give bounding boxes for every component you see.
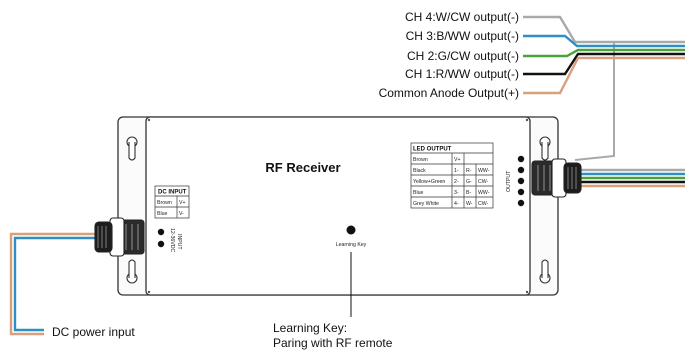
led-output-cell: WW- [478,168,490,174]
led-output-cell: Blue [413,190,423,196]
output-terminals: OUTPUT [506,155,525,207]
led-output-cell: G- [466,179,472,185]
led-output-cell: 4- [454,201,459,207]
output-labels: CH 4:W/CW output(-) CH 3:B/WW output(-) … [379,10,519,100]
wire-input-blue [13,236,112,332]
mounting-slot-left-bottom [126,259,138,284]
label-common: Common Anode Output(+) [379,86,519,100]
output-wires [523,15,685,188]
input-terminal-dot [157,240,165,248]
led-output-cell: Grey White [413,201,439,207]
dc-input-cell: Brown [157,200,172,206]
led-output-cell: V+ [454,157,461,163]
led-output-cell: W- [466,201,473,207]
input-vertical-label: INPUT [176,234,182,250]
led-output-cell: R- [466,168,472,174]
led-output-cell: 1- [454,168,459,174]
led-output-cell: Brown [413,157,428,163]
dc-power-input-label: DC power input [52,325,135,339]
input-terminals: INPUT 12-36VDC [157,228,182,252]
learning-key-callout-line2: Paring with RF remote [273,336,393,350]
voltage-vertical-label: 12-36VDC [169,228,175,252]
dc-input-cell: Blue [157,211,167,217]
learning-key: Learning Key Learning Key: Paring with R… [273,225,393,350]
led-output-cell: Black [413,168,426,174]
learning-key-button[interactable] [346,225,356,235]
label-ch1: CH 1:R/WW output(-) [405,67,519,81]
wire-ch2-green [523,48,685,58]
input-terminal-dot [157,228,165,236]
label-ch2: CH 2:G/CW output(-) [407,49,519,63]
input-wires [9,232,112,336]
led-output-cell: CW- [478,201,489,207]
wire-ch1-black [523,52,685,76]
output-terminal-dot [517,199,525,207]
mounting-slot-left-top [126,136,138,161]
led-output-cell: 3- [454,190,459,196]
mounting-slot-right-bottom [539,259,551,284]
dc-input-table: DC INPUT Brown V+ Blue V- [154,185,190,219]
input-cable-gland [94,217,145,257]
output-cable-gland [531,158,582,198]
wire-ch4-grey-down [574,42,615,161]
wire-ch4-grey [523,15,685,44]
wire-common-brown [523,56,685,95]
wire-input-brown [9,232,112,336]
led-output-cell: 2- [454,179,459,185]
dc-input-header: DC INPUT [158,190,187,196]
mounting-slot-right-top [539,136,551,161]
dc-input-cell: V- [179,211,184,217]
led-output-cell: Yellow+Green [413,179,445,185]
led-output-cell: WW- [478,190,490,196]
output-terminal-dot [517,155,525,163]
label-ch3: CH 3:B/WW output(-) [406,29,519,43]
led-output-table: LED OUTPUT Brown V+ Black 1- R- WW- Yell… [410,142,494,209]
device-title: RF Receiver [265,160,340,175]
wire-ch3-blue [523,34,685,48]
output-terminal-dot [517,188,525,196]
led-output-cell: CW- [478,179,489,185]
label-ch4: CH 4:W/CW output(-) [405,10,519,24]
dc-input-cell: V+ [179,200,186,206]
output-terminal-dot [517,166,525,174]
led-output-cell: B- [466,190,471,196]
learning-key-small-label: Learning Key [336,242,367,248]
led-output-header: LED OUTPUT [413,147,452,153]
output-vertical-label: OUTPUT [506,170,512,192]
learning-key-callout-line1: Learning Key: [273,321,347,335]
output-terminal-dot [517,177,525,185]
